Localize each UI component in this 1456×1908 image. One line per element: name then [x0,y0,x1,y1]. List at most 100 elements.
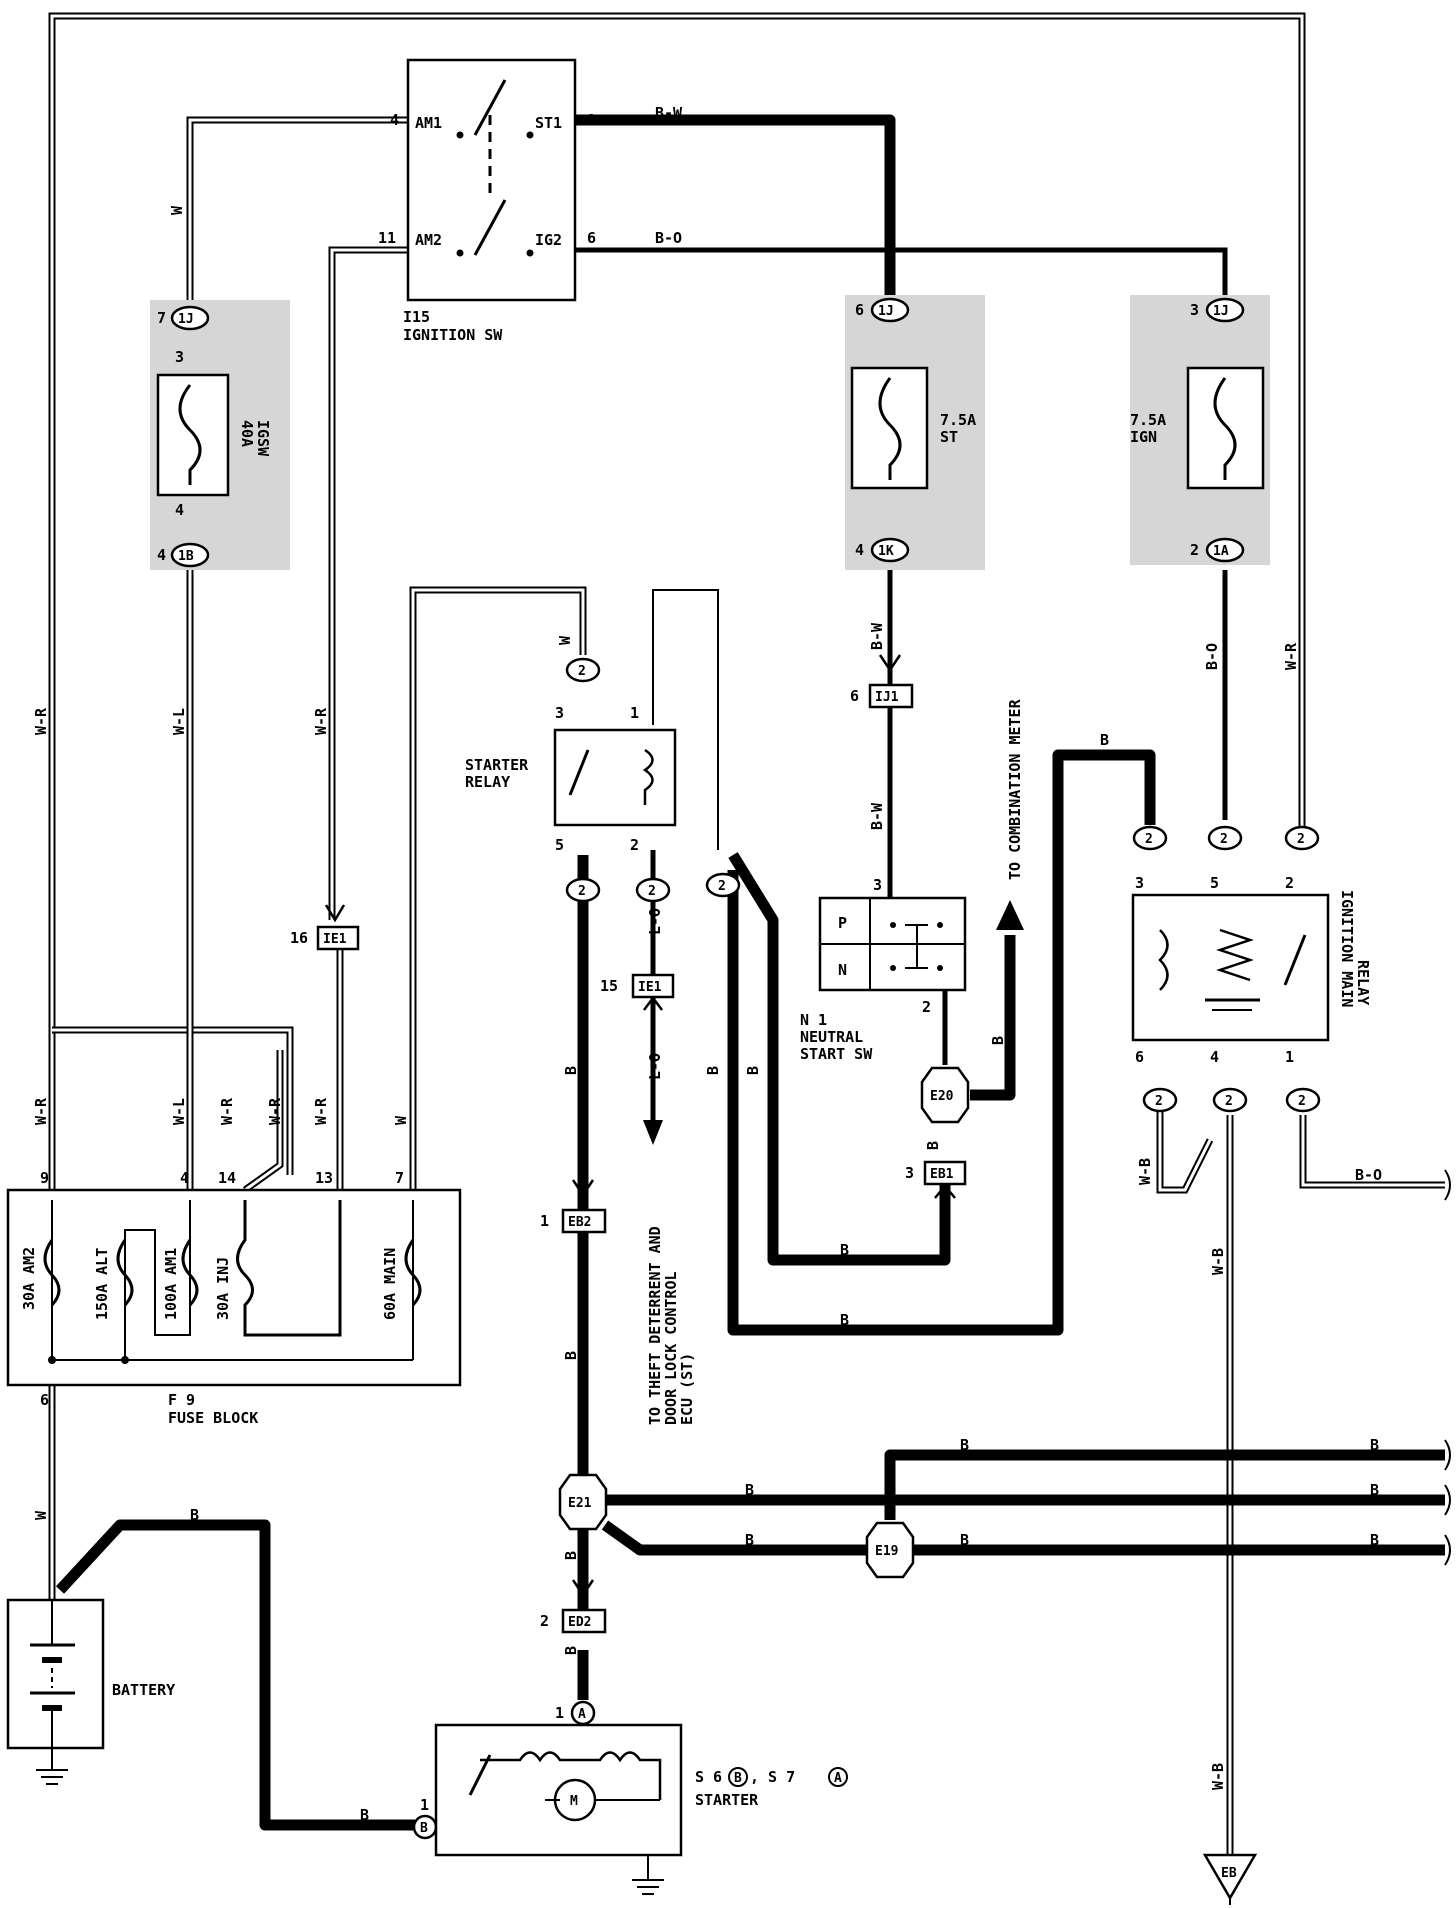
fb-fuse-3: 100A AM1 [162,1248,180,1320]
fusest-label1: 7.5A [940,411,976,429]
relay-name2: RELAY [465,773,510,791]
wire-label-b-eb1: B [924,1141,942,1150]
fuse-75a-ign: 1J 3 7.5A IGN 1A 2 [1130,297,1265,563]
thick-wires [55,114,1445,1831]
wire-label-b-eb2: B [562,1351,580,1360]
ignition-main-relay: 2 2 2 3 5 2 6 4 1 IGNITION MAIN RELAY 2 … [1131,825,1372,1113]
e20-label: E20 [930,1089,954,1104]
fuse40-label2: IGSW [254,420,272,457]
wire-label-b-e21: B [562,1551,580,1560]
nss-pin-top: 3 [873,876,882,894]
imr-pin5: 5 [1210,874,1219,892]
ie1-upper-label: IE1 [323,932,347,947]
fb-wire-w-7: W [392,1115,410,1125]
wire-label-b-relay: B [562,1066,580,1075]
fuse40-pin-top-in: 3 [175,348,184,366]
imr-in3-conn: 2 [1145,832,1153,847]
starter-pin-b: 1 [420,1796,429,1814]
wire-label-b-top: B [1100,731,1109,749]
eb1-connector: EB1 3 [905,1160,967,1199]
fuse-block: 9 4 14 13 7 6 30A AM2 150A ALT 100A AM1 … [6,1169,462,1427]
fuse-75a-st: 1J 6 7.5A ST 1K 4 [850,297,976,563]
wire-label-b-r4: B [1370,1481,1379,1499]
wire-label-bo-exit: B-O [1355,1166,1382,1184]
nss-name1: NEUTRAL [800,1028,863,1046]
fuseign-conn-bottom: 1A [1213,544,1229,559]
wire-label-wr-mid: W-R [312,707,330,735]
fuseign-label2: IGN [1130,428,1157,446]
fb-fuse-4: 30A INJ [214,1257,232,1320]
relay-pin1: 1 [630,704,639,722]
to-combination-meter: TO COMBINATION METER [1006,698,1024,880]
fusest-label2: ST [940,428,958,446]
wire-label-lo-1: L-O [646,908,664,935]
wire-label-lo-2: L-O [646,1053,664,1080]
ie1-connector-lower: IE1 15 [600,973,675,1011]
ign-ig2-label: IG2 [535,231,562,249]
ed2-label: ED2 [568,1615,591,1630]
wire-label-b-r7: B [1370,1531,1379,1549]
ign-pin-am2: 11 [378,229,396,247]
starter: A 1 B 1 M S 6 B , S 7 A STARTER [412,1700,848,1895]
nss-pin-bottom: 2 [922,998,931,1016]
wire-label-bw-top: B-W [655,104,683,122]
battery-name: BATTERY [112,1681,175,1699]
medium-wires [575,247,1228,1065]
wire-label-b-battery: B [190,1506,199,1524]
wire-label-b-r1: B [960,1436,969,1454]
wire-label-b-r3: B [745,1481,754,1499]
imr-pin2: 2 [1285,874,1294,892]
ground-e21: E21 [558,1473,608,1531]
relay-name1: STARTER [465,756,529,774]
wire-label-b-ed2: B [562,1646,580,1655]
wire-label-b-e20: B [989,1036,1007,1045]
fuseign-pin-bottom: 2 [1190,541,1199,559]
fb-pin13: 13 [315,1169,333,1187]
eb1-pin: 3 [905,1164,914,1182]
fb-name: FUSE BLOCK [168,1409,258,1427]
starter-conn-a: A [578,1707,586,1722]
imr-out6-conn: 2 [1155,1094,1163,1109]
relay-pin2: 2 [630,836,639,854]
fusest-conn-bottom: 1K [878,544,894,559]
starter-code-a: A [834,1771,842,1786]
imr-pin4: 4 [1210,1048,1219,1066]
eb2-label: EB2 [568,1215,591,1230]
wire-label-bw-upper: B-W [868,622,886,650]
wire-label-b-r6: B [960,1531,969,1549]
fuse40-conn-bottom: 1B [178,549,194,564]
wire-break-marks [1444,1169,1451,1566]
ed2-connector: ED2 2 [540,1579,607,1634]
relay-top-conn: 2 [578,664,586,679]
fb-fuse-1: 30A AM2 [20,1247,38,1310]
battery: BATTERY [6,1598,175,1785]
nss-pos-n: N [838,961,847,979]
wire-label-b-starter: B [360,1806,369,1824]
ign-sw-code: I15 [403,308,430,326]
ign-pin-st1: 1 [587,111,596,129]
eb1-label: EB1 [930,1167,954,1182]
ign-pin-ig2: 6 [587,229,596,247]
nss-pos-p: P [838,914,847,932]
ign-sw-name: IGNITION SW [403,326,503,344]
ignition-switch: AM1 AM2 ST1 IG2 4 11 1 6 I15 IGNITION SW [378,58,596,344]
wire-label-b-inner-loop: B [744,1066,762,1075]
fb-wire-wr-9: W-R [32,1097,50,1125]
wire-label-wl: W-L [170,708,188,735]
imr-in2-conn: 2 [1297,832,1305,847]
relay-pin3: 3 [555,704,564,722]
imr-pin3: 3 [1135,874,1144,892]
eb2-pin: 1 [540,1212,549,1230]
starter-name: STARTER [695,1791,759,1809]
imr-pin1: 1 [1285,1048,1294,1066]
wire-label-bo-right: B-O [1203,643,1221,670]
theft-deterrent-note: TO THEFT DETERRENT AND DOOR LOCK CONTROL… [646,1226,696,1425]
fb-wire-wr-13: W-R [312,1097,330,1125]
ed2-pin: 2 [540,1612,549,1630]
ie1-upper-pin: 16 [290,929,308,947]
theft-line3: ECU (ST) [678,1353,696,1425]
ground-eb: EB [1202,1853,1258,1905]
fb-pin4: 4 [180,1169,189,1187]
eb2-connector: EB2 1 [540,1179,607,1234]
